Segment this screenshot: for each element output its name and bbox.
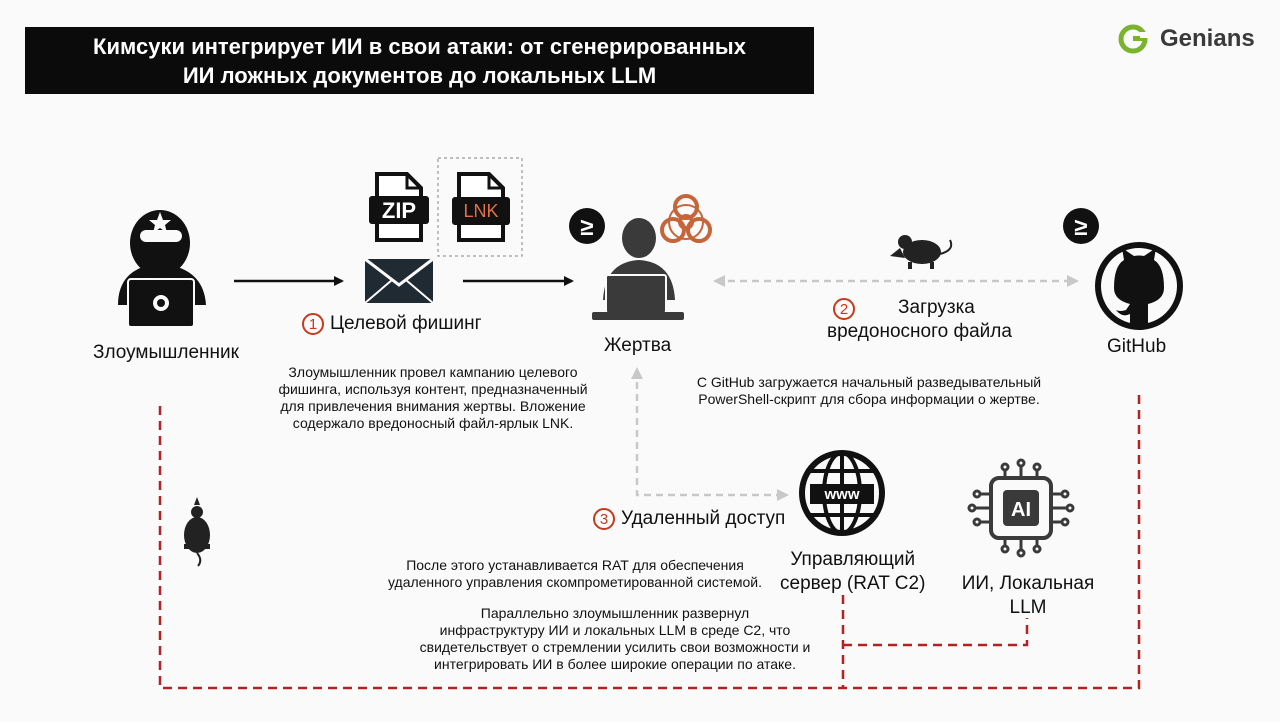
step-3: 3 Удаленный доступ	[593, 508, 785, 530]
phishing-desc-line: для привлечения внимания жертвы. Вложени…	[280, 398, 586, 414]
small-rat-icon	[184, 497, 210, 567]
page-title: Кимсуки интегрирует ИИ в свои атаки: от …	[25, 27, 814, 94]
step-1-label: Целевой фишинг	[330, 313, 482, 334]
rat-icon	[890, 235, 953, 269]
phishing-desc-line: Злоумышленник провел кампанию целевого	[288, 364, 578, 380]
rat-desc-line: удаленного управления скомпрометированно…	[387, 574, 763, 590]
ai-desc-line: интегрировать ИИ в более широкие операци…	[434, 656, 796, 672]
step-1: 1 Целевой фишинг	[302, 313, 482, 335]
step-3-label: Удаленный доступ	[621, 508, 786, 529]
arrow-victim-c2	[631, 367, 789, 501]
ai-label: ИИ, Локальная LLM	[958, 572, 1098, 620]
title-line-2: ИИ ложных документов до локальных LLM	[182, 62, 657, 88]
step-2-label-line-1: Загрузка	[898, 297, 975, 318]
svg-text:≥: ≥	[1074, 214, 1087, 241]
ai-label-line-1: ИИ, Локальная	[961, 573, 1095, 594]
ai-description: Параллельно злоумышленник развернул инфр…	[400, 605, 830, 673]
title-line-1: Кимсуки интегрирует ИИ в свои атаки: от …	[93, 33, 746, 59]
www-label: www	[823, 486, 859, 503]
github-icon	[1095, 242, 1183, 330]
lnk-highlight-box	[437, 157, 523, 257]
step-3-number: 3	[593, 508, 615, 530]
phishing-desc-line: фишинга, используя контент, предназначен…	[278, 381, 588, 397]
terminal-icon-victim: ≥	[569, 208, 605, 244]
step-2-label-line-2: вредоносного файла	[827, 321, 1012, 342]
github-desc-line: PowerShell-скрипт для сбора информации о…	[698, 391, 1040, 407]
ai-desc-line: свидетельствует о стремлении усилить сво…	[419, 639, 811, 655]
victim-user-icon	[592, 218, 684, 320]
ai-desc-line: инфраструктуру ИИ и локальных LLM в сред…	[439, 622, 791, 638]
rat-description: После этого устанавливается RAT для обес…	[370, 557, 780, 591]
red-dashed-connectors	[158, 390, 1141, 690]
hacker-icon	[118, 210, 206, 328]
genians-logo: Genians	[1118, 24, 1255, 54]
phishing-desc-line: содержало вредоносный файл-ярлык LNK.	[292, 415, 574, 431]
lnk-file-icon: LNK	[452, 172, 510, 242]
step-2: 2 Загрузка вредоносного файла	[827, 296, 1012, 344]
ai-desc-line: Параллельно злоумышленник развернул	[480, 605, 750, 621]
lnk-label: LNK	[463, 201, 498, 221]
github-desc-line: С GitHub загружается начальный разведыва…	[696, 374, 1042, 390]
email-envelope-icon	[364, 257, 434, 304]
terminal-icon-github: ≥	[1063, 208, 1099, 244]
zip-label: ZIP	[382, 198, 416, 223]
c2-label-line-2: сервер (RAT C2)	[780, 573, 926, 594]
github-description: С GitHub загружается начальный разведыва…	[676, 374, 1062, 408]
github-label: GitHub	[1107, 336, 1167, 357]
zip-file-icon: ZIP	[369, 172, 429, 242]
step-1-number: 1	[302, 313, 324, 335]
svg-text:≥: ≥	[580, 214, 593, 241]
ai-chip-label: AI	[1011, 499, 1031, 521]
c2-label-line-1: Управляющий	[790, 549, 916, 570]
genians-g-icon	[1118, 24, 1148, 54]
phishing-description: Злоумышленник провел кампанию целевого ф…	[268, 364, 598, 432]
ai-label-line-2: LLM	[1009, 597, 1047, 618]
victim-label: Жертва	[604, 335, 672, 356]
ai-chip-icon: AI	[967, 458, 1075, 558]
logo-text: Genians	[1160, 25, 1255, 52]
www-globe-icon: www	[799, 450, 885, 536]
step-2-number: 2	[833, 298, 855, 320]
rat-desc-line: После этого устанавливается RAT для обес…	[406, 557, 744, 573]
attacker-label: Злоумышленник	[93, 342, 239, 363]
c2-label: Управляющий сервер (RAT C2)	[780, 548, 925, 596]
biohazard-icon	[660, 194, 712, 243]
